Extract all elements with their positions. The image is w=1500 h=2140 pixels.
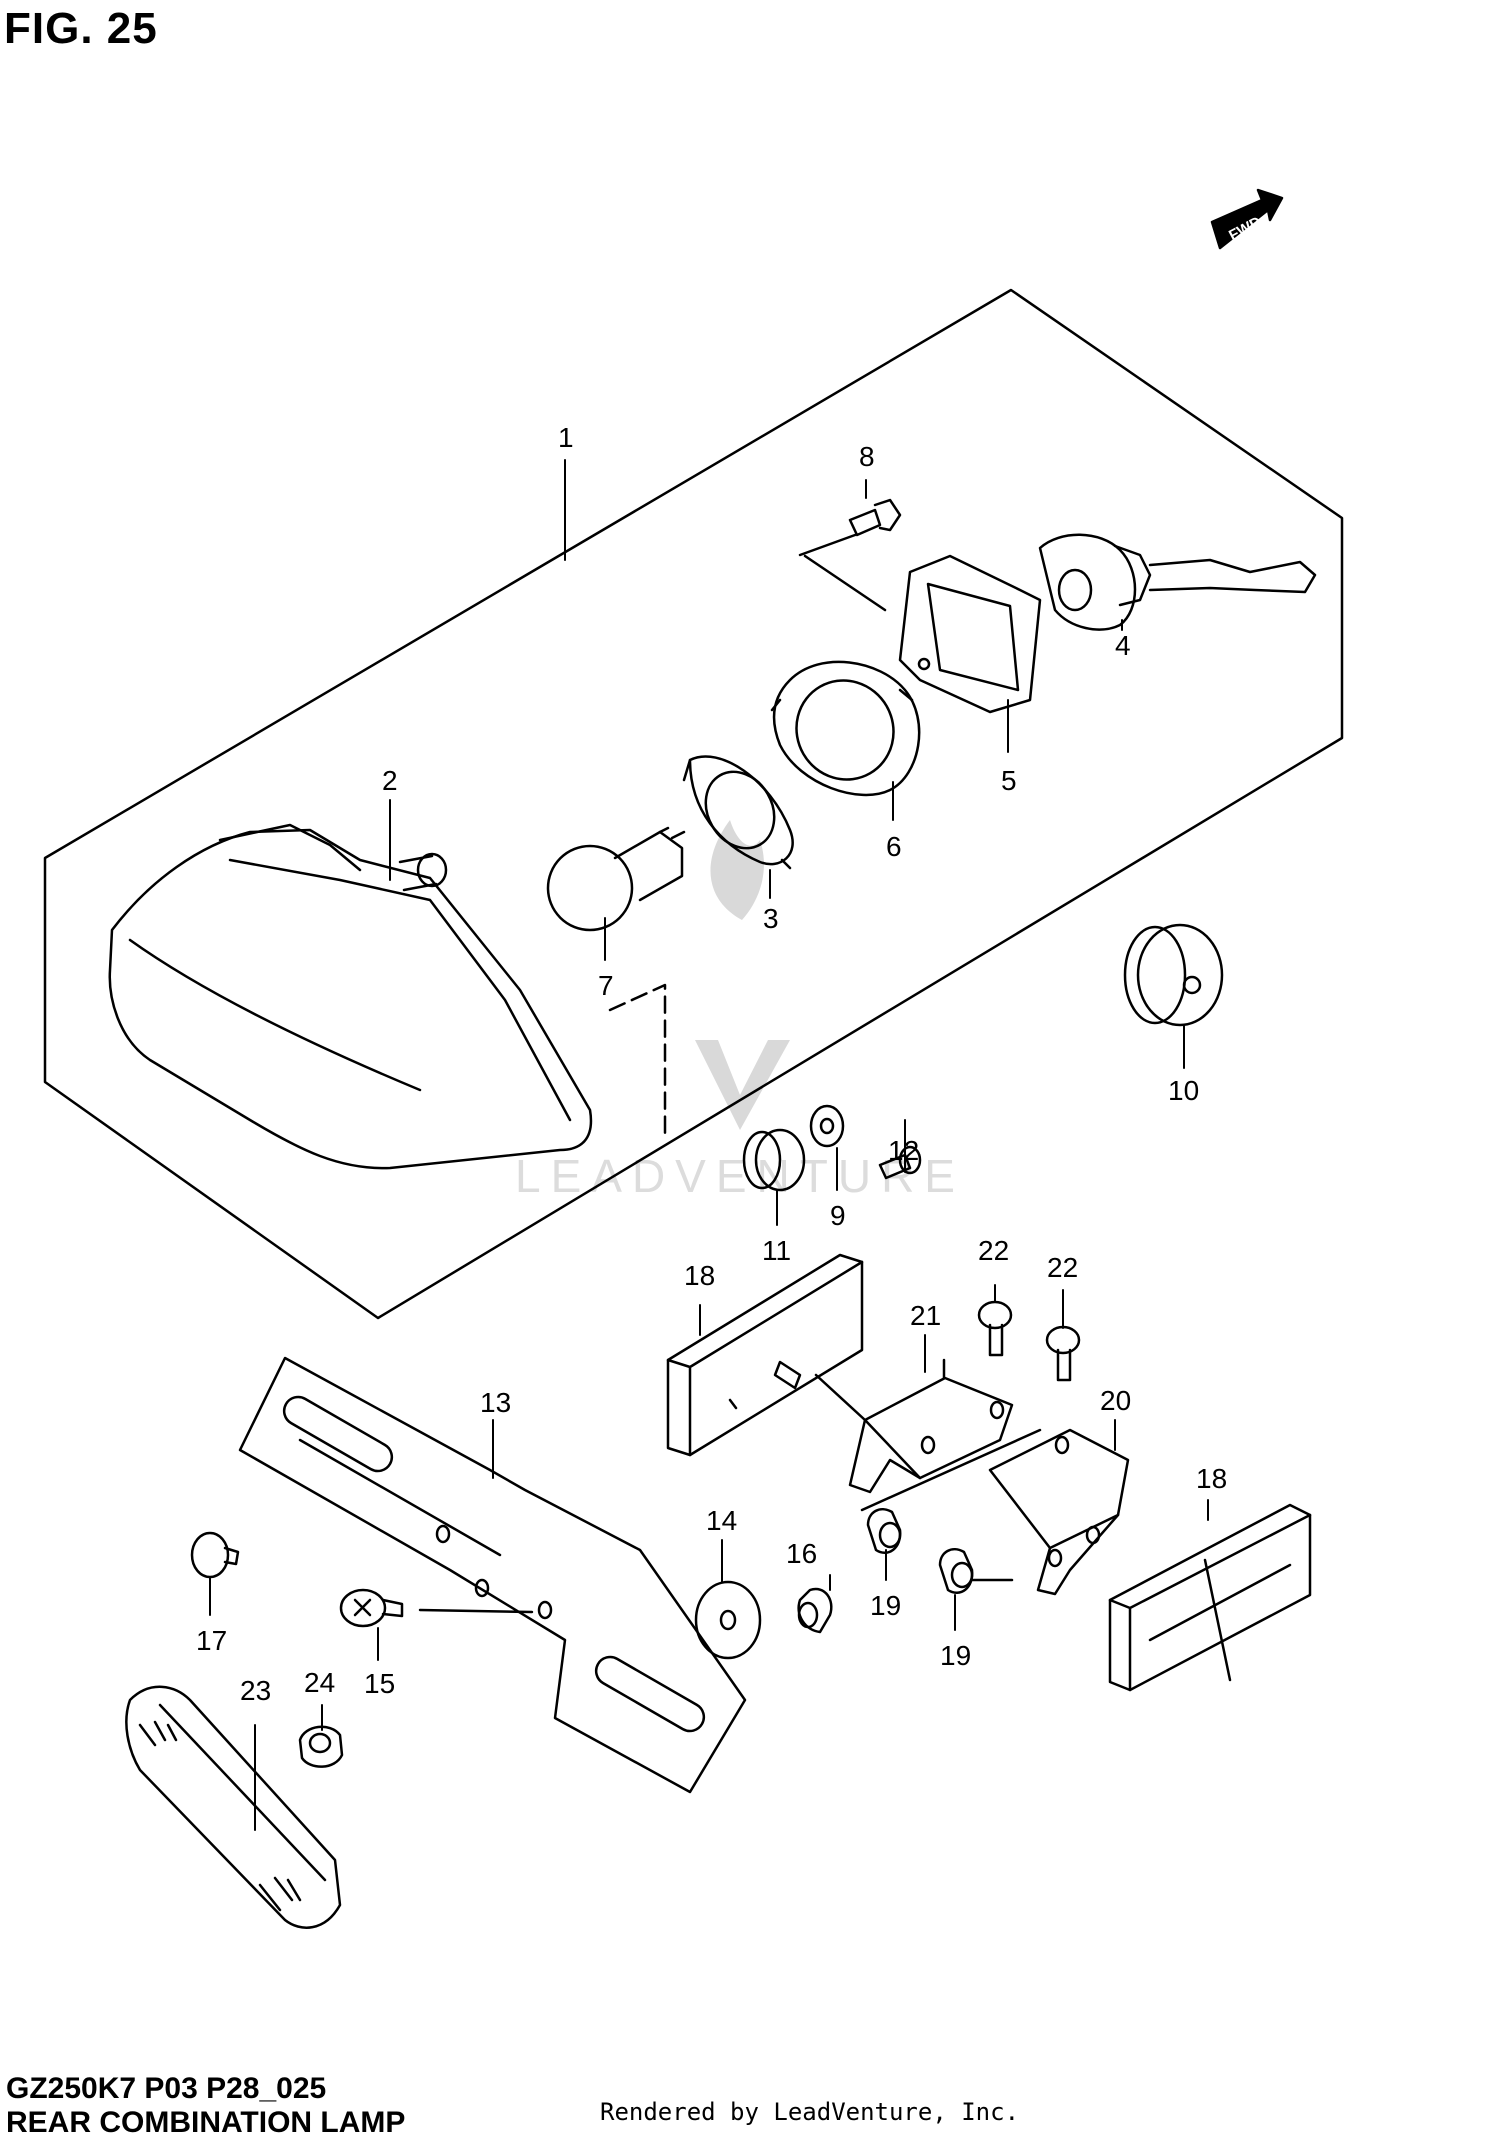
- callout-18-right: 18: [1196, 1463, 1227, 1494]
- callout-12: 12: [888, 1135, 919, 1166]
- callout-18-left: 18: [684, 1260, 715, 1291]
- callout-19-left: 19: [870, 1590, 901, 1621]
- screw-22-right: [1045, 1325, 1081, 1382]
- leader-lines: [209, 459, 1209, 1831]
- reflector-18-right: [1108, 1503, 1312, 1692]
- bulb: [546, 826, 686, 932]
- screw-8: [848, 498, 902, 537]
- cushion-14: [694, 1580, 762, 1660]
- washer-9: [809, 1104, 845, 1148]
- bracket-20: [988, 1428, 1130, 1596]
- reflector-18-left: [666, 1253, 864, 1457]
- callout-23: 23: [240, 1675, 271, 1706]
- grommet-10: [1123, 923, 1224, 1027]
- figure-title: FIG. 25: [4, 4, 158, 53]
- retaining-ring: [770, 660, 921, 797]
- callout-2: 2: [382, 765, 398, 796]
- callout-14: 14: [706, 1505, 737, 1536]
- plug-17: [190, 1531, 240, 1579]
- callout-22-right: 22: [1047, 1252, 1078, 1283]
- callout-21: 21: [910, 1300, 941, 1331]
- forward-arrow-icon: FWD: [1210, 188, 1284, 250]
- callout-5: 5: [1001, 765, 1017, 796]
- bolt-12: [878, 1145, 922, 1180]
- callout-4: 4: [1115, 630, 1131, 661]
- assembly-name: REAR COMBINATION LAMP: [6, 2106, 406, 2139]
- bracket-21: [814, 1358, 1014, 1494]
- model-code: GZ250K7 P03 P28_025: [6, 2072, 327, 2105]
- assembly-outline: [43, 288, 1344, 1320]
- callout-17: 17: [196, 1625, 227, 1656]
- callout-11: 11: [762, 1235, 791, 1266]
- callout-9: 9: [830, 1200, 846, 1231]
- grommet-11: [742, 1128, 806, 1192]
- callout-8: 8: [859, 441, 875, 472]
- gasket-plate: [898, 554, 1042, 714]
- license-plate-bracket-13: [238, 1356, 747, 1794]
- callout-7: 7: [598, 970, 614, 1001]
- screw-22-left: [977, 1300, 1013, 1357]
- callout-24: 24: [304, 1667, 335, 1698]
- callout-16: 16: [786, 1538, 817, 1569]
- nut-24: [298, 1725, 344, 1768]
- callout-6: 6: [886, 831, 902, 862]
- watermark-text: LEADVENTURE: [515, 1150, 965, 1202]
- callout-20: 20: [1100, 1385, 1131, 1416]
- callout-3: 3: [763, 903, 779, 934]
- callout-10: 10: [1168, 1075, 1199, 1106]
- callout-19-right: 19: [940, 1640, 971, 1671]
- nut-19-left: [866, 1508, 902, 1555]
- rendered-by-credit: Rendered by LeadVenture, Inc.: [600, 2098, 1020, 2126]
- lamp-housing: [108, 823, 593, 1170]
- leadventure-watermark-logo: [695, 820, 790, 1130]
- callout-22-left: 22: [978, 1235, 1009, 1266]
- clip-nut-16: [797, 1587, 833, 1634]
- callout-15: 15: [364, 1668, 395, 1699]
- screw-15: [339, 1588, 404, 1628]
- nut-19-right: [938, 1548, 974, 1595]
- reflector-23: [125, 1685, 342, 1929]
- socket-with-wire: [1038, 533, 1317, 631]
- callout-13: 13: [480, 1387, 511, 1418]
- socket-ring: [682, 755, 794, 870]
- callout-1: 1: [558, 422, 574, 453]
- callout-labels: 1 2 3 4 5 6 7 8 9 10 11 12 13 14 15 16 1…: [196, 422, 1227, 1706]
